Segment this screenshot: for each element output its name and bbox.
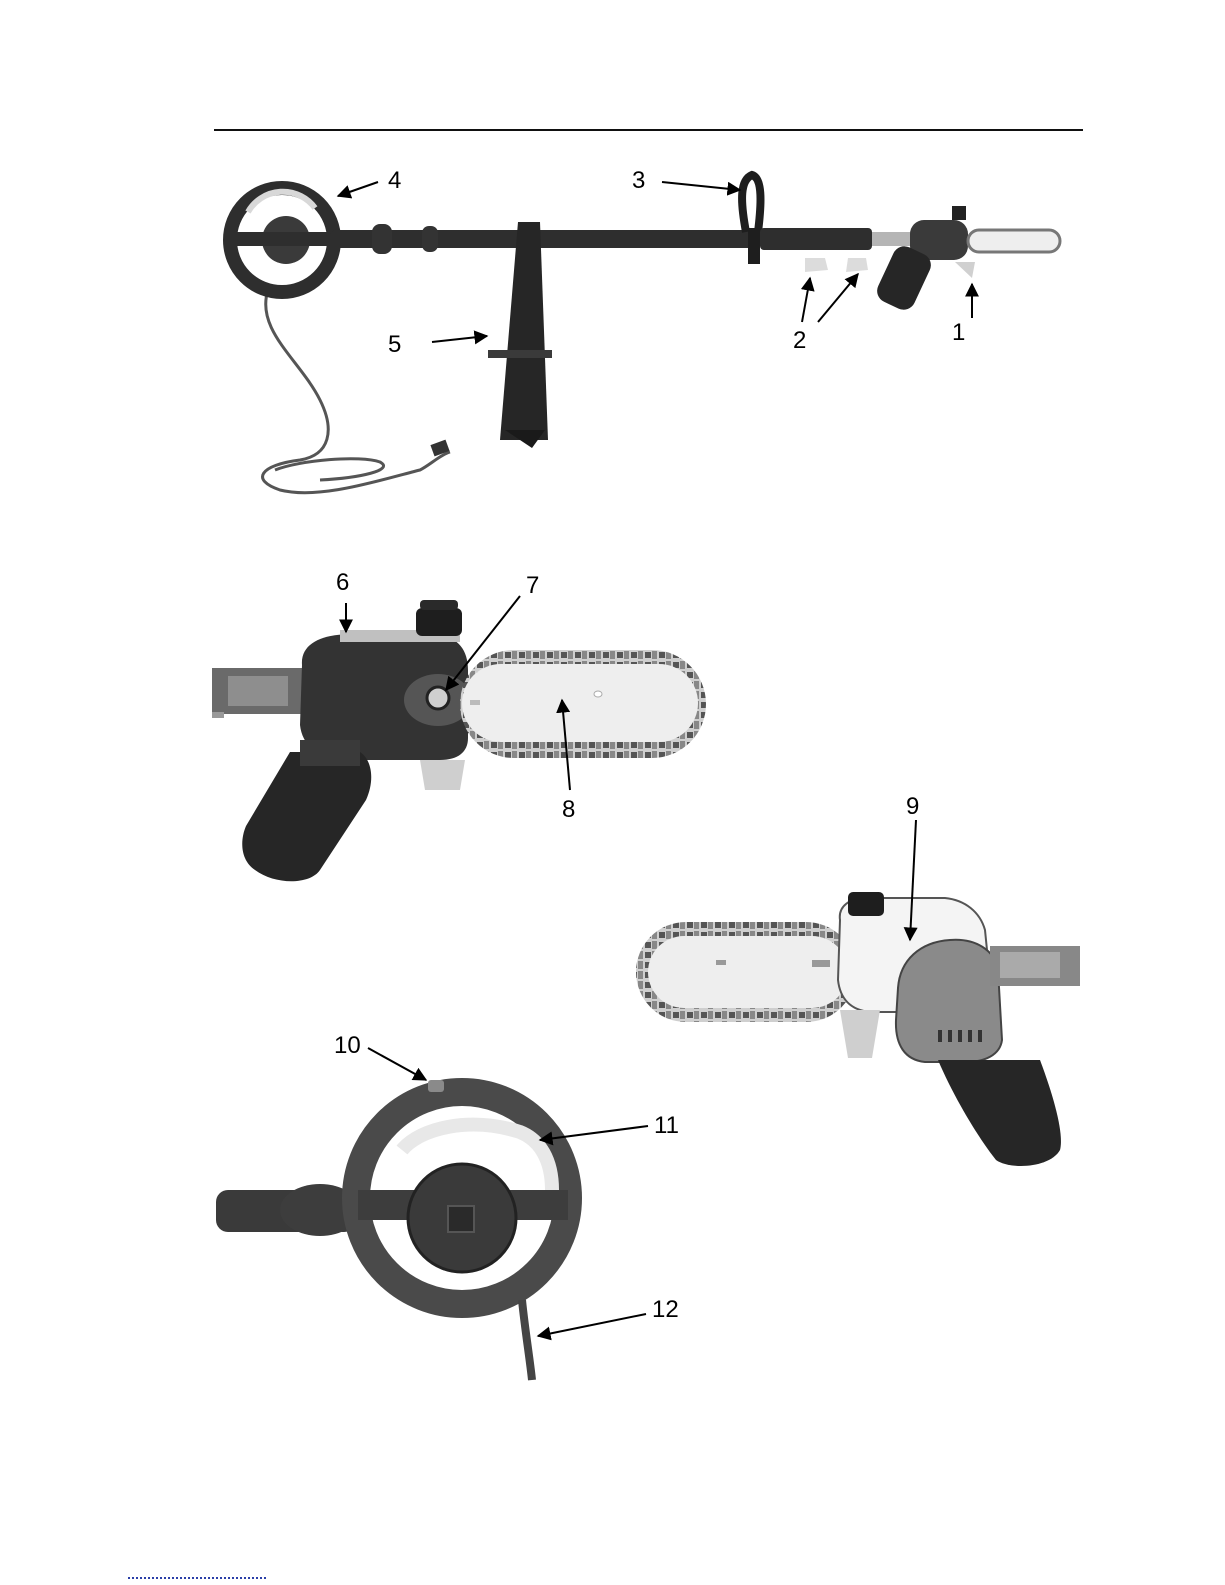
callout-4: 4 [388,169,401,193]
callout-7: 7 [526,574,539,598]
callout-5: 5 [388,333,401,357]
figure-rear-handle-closeup [216,1048,648,1380]
guide-bar-small [968,230,1060,252]
callout-12: 12 [652,1298,679,1322]
power-cord [263,290,450,493]
safety-lock-button [428,1080,444,1092]
figure-saw-head-reverse [636,820,1080,1166]
shoulder-strap [500,222,548,440]
footer-link-line [128,1577,266,1579]
handle-cord [522,1300,532,1380]
saw-motor-large [242,752,371,881]
callout-8: 8 [562,798,575,822]
bar-nut [427,687,449,709]
callout-2: 2 [793,329,806,353]
callout-1: 1 [952,321,965,345]
saw-motor-reverse [938,1060,1061,1166]
front-d-handle [742,175,760,232]
callout-10: 10 [334,1034,361,1058]
callout-3: 3 [632,169,645,193]
callout-9: 9 [906,795,919,819]
guide-bar-reverse [648,936,848,1008]
oil-cap-reverse [848,892,884,916]
figure-full-tool [230,175,1060,493]
guide-bar-large [462,664,698,742]
figure-saw-head-closeup [212,596,706,881]
oil-tank-cap [416,608,462,636]
callout-6: 6 [336,571,349,595]
main-shaft [330,230,760,248]
callout-11: 11 [654,1114,679,1138]
